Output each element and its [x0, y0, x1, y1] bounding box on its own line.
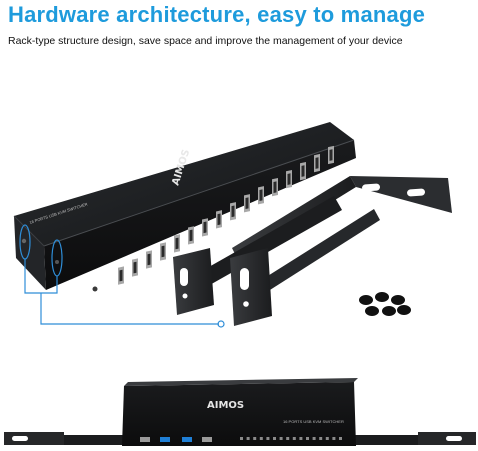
- usb-port-slot: [315, 157, 319, 169]
- port-indicator-button: [292, 437, 296, 440]
- mounting-bracket-pair: [173, 176, 452, 326]
- usb-port-icon: [140, 437, 150, 442]
- usb-port-icon: [182, 437, 192, 442]
- page-subtitle: Rack-type structure design, save space a…: [8, 35, 403, 47]
- port-indicator-button: [246, 437, 250, 440]
- usb-port-slot: [231, 205, 235, 218]
- page-title: Hardware architecture, easy to manage: [8, 2, 426, 27]
- usb-port-slot: [119, 269, 123, 282]
- port-indicator-button: [266, 437, 270, 440]
- port-indicator-button: [279, 437, 283, 440]
- usb-port-slot: [287, 173, 291, 185]
- port-indicator-button: [339, 437, 342, 440]
- screw-set: [359, 292, 411, 316]
- device-front-view-with-rack-ears: AIMOS 16 PORTS USB KVM SWITCHER: [4, 378, 476, 446]
- usb-port-icon: [202, 437, 212, 442]
- usb-port-slot: [301, 165, 305, 177]
- usb-port-icon: [160, 437, 170, 442]
- usb-port-slot: [147, 253, 151, 266]
- front-brand-logo: AIMOS: [207, 400, 244, 411]
- usb-port-slot: [245, 197, 249, 210]
- usb-port-row: [118, 145, 334, 285]
- port-indicator-button: [319, 437, 323, 440]
- usb-port-slot: [161, 245, 165, 258]
- audio-jack-icon: [21, 238, 27, 244]
- port-indicator-button: [312, 437, 316, 440]
- port-icon: [55, 260, 59, 264]
- usb-port-slot: [273, 181, 277, 193]
- usb-port-slot: [133, 261, 137, 274]
- port-indicator-button: [325, 437, 329, 440]
- port-indicator-button: [240, 437, 243, 440]
- port-indicator-button: [286, 437, 290, 440]
- port-indicator-button: [299, 437, 303, 440]
- usb-port-slot: [329, 149, 333, 161]
- usb-port-slot: [217, 213, 221, 226]
- front-model-label: 16 PORTS USB KVM SWITCHER: [283, 419, 344, 424]
- port-indicator-button: [273, 437, 276, 440]
- port-indicator-button: [253, 437, 257, 440]
- port-indicator-row: [240, 437, 342, 440]
- device-top-view: 16 PORTS USB KVM SWITCHER AIMOS: [13, 122, 356, 292]
- port-indicator-button: [306, 437, 309, 440]
- callout-lines: [19, 224, 225, 328]
- usb-port-slot: [175, 237, 179, 250]
- usb-port-slot: [203, 221, 207, 234]
- port-indicator-button: [259, 437, 263, 440]
- usb-port-slot: [189, 229, 193, 242]
- screw-hole-icon: [92, 286, 98, 292]
- port-indicator-button: [332, 437, 336, 440]
- usb-port-slot: [259, 189, 263, 202]
